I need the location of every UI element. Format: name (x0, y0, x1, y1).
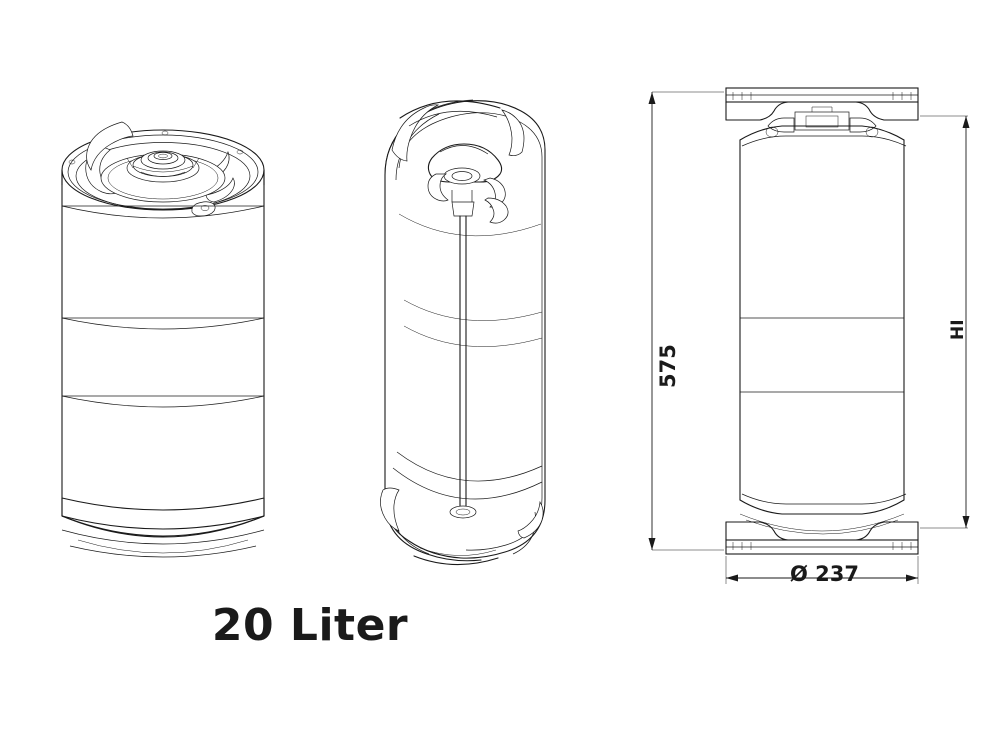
dimension-height-inner: HI (948, 319, 968, 340)
drawing-title: 20 Liter (211, 600, 409, 651)
dimension-diameter: Ø 237 (790, 562, 859, 586)
keg-cutaway-view (380, 99, 546, 566)
dimension-height-total: 575 (656, 344, 680, 388)
keg-front-view-dimensioned (648, 87, 970, 584)
keg-isometric-view (61, 121, 265, 558)
